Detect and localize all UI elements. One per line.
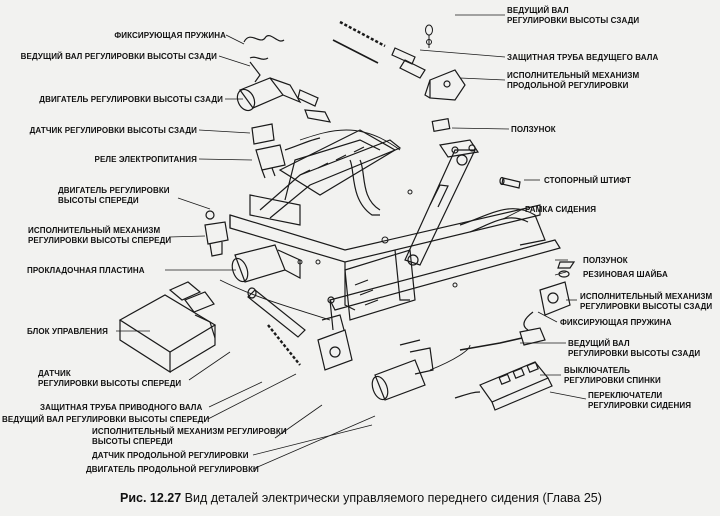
label-front-motor: ДВИГАТЕЛЬ РЕГУЛИРОВКИ ВЫСОТЫ СПЕРЕДИ xyxy=(58,186,170,205)
front-height-actuator xyxy=(317,296,353,371)
longitudinal-actuator xyxy=(424,69,466,133)
rear-height-motor xyxy=(236,35,332,123)
label-rear-motor: ДВИГАТЕЛЬ РЕГУЛИРОВКИ ВЫСОТЫ СЗАДИ xyxy=(39,95,223,104)
label-spring-right: ФИКСИРУЮЩАЯ ПРУЖИНА xyxy=(560,318,672,327)
label-rear-actuator-right: ИСПОЛНИТЕЛЬНЫЙ МЕХАНИЗМ РЕГУЛИРОВКИ ВЫСО… xyxy=(580,292,713,311)
label-seat-switches: ПЕРЕКЛЮЧАТЕЛИ РЕГУЛИРОВКИ СИДЕНИЯ xyxy=(588,391,692,410)
label-backrest-switch: ВЫКЛЮЧАТЕЛЬ РЕГУЛИРОВКИ СПИНКИ xyxy=(564,366,661,385)
label-front-actuator-left: ИСПОЛНИТЕЛЬНЫЙ МЕХАНИЗМ РЕГУЛИРОВКИ ВЫСО… xyxy=(28,226,172,245)
rear-height-actuator-right xyxy=(523,261,576,331)
longitudinal-motor xyxy=(371,339,434,401)
label-front-sensor: ДАТЧИК РЕГУЛИРОВКИ ВЫСОТЫ СПЕРЕДИ xyxy=(38,369,182,388)
label-rear-shaft-right: ВЕДУЩИЙ ВАЛ РЕГУЛИРОВКИ ВЫСОТЫ СЗАДИ xyxy=(568,339,701,358)
rear-height-sensor xyxy=(251,123,321,179)
label-drive-tube: ЗАЩИТНАЯ ТРУБА ПРИВОДНОГО ВАЛА xyxy=(40,403,203,412)
label-rear-shaft-left: ВЕДУЩИЙ ВАЛ РЕГУЛИРОВКИ ВЫСОТЫ СЗАДИ xyxy=(20,52,217,61)
label-slider-top: ПОЛЗУНОК xyxy=(511,125,556,134)
label-rear-shaft-top: ВЕДУЩИЙ ВАЛ РЕГУЛИРОВКИ ВЫСОТЫ СЗАДИ xyxy=(507,6,640,25)
label-slider-bottom: ПОЛЗУНОК xyxy=(583,256,628,265)
label-long-sensor: ДАТЧИК ПРОДОЛЬНОЙ РЕГУЛИРОВКИ xyxy=(92,451,249,460)
leader-lines-left xyxy=(116,34,376,470)
leader-lines-right xyxy=(419,14,587,400)
control-unit xyxy=(118,281,217,374)
rear-shaft-right xyxy=(459,327,546,351)
front-drive-tube xyxy=(247,287,306,366)
label-spring-top: ФИКСИРУЮЩАЯ ПРУЖИНА xyxy=(114,31,226,40)
seat-switches xyxy=(454,361,553,411)
figure-number: Рис. 12.27 xyxy=(120,491,182,505)
label-rubber-washer: РЕЗИНОВАЯ ШАЙБА xyxy=(583,270,668,279)
front-height-motor xyxy=(204,210,301,283)
label-control-unit: БЛОК УПРАВЛЕНИЯ xyxy=(27,327,108,336)
stop-pin xyxy=(499,176,521,189)
seat-frame xyxy=(229,129,561,321)
rear-drive-shaft-top xyxy=(332,20,433,79)
label-front-shaft: ВЕДУЩИЙ ВАЛ РЕГУЛИРОВКИ ВЫСОТЫ СПЕРЕДИ xyxy=(2,415,210,424)
figure-caption-text: Вид деталей электрически управляемого пе… xyxy=(181,491,602,505)
label-seat-frame: РАМКА СИДЕНИЯ xyxy=(525,205,597,214)
label-long-motor: ДВИГАТЕЛЬ ПРОДОЛЬНОЙ РЕГУЛИРОВКИ xyxy=(86,465,259,474)
label-front-actuator-bottom: ИСПОЛНИТЕЛЬНЫЙ МЕХАНИЗМ РЕГУЛИРОВКИ ВЫСО… xyxy=(92,427,287,446)
label-drive-shaft-tube: ЗАЩИТНАЯ ТРУБА ВЕДУЩЕГО ВАЛА xyxy=(507,53,659,62)
label-long-actuator: ИСПОЛНИТЕЛЬНЫЙ МЕХАНИЗМ ПРОДОЛЬНОЙ РЕГУЛ… xyxy=(507,71,640,90)
wiring-harness xyxy=(219,129,471,371)
label-spacer: ПРОКЛАДОЧНАЯ ПЛАСТИНА xyxy=(27,266,145,275)
figure-caption: Рис. 12.27 Вид деталей электрически упра… xyxy=(120,491,602,505)
label-stop-pin: СТОПОРНЫЙ ШТИФТ xyxy=(544,176,631,185)
side-arm xyxy=(404,139,546,266)
fasteners xyxy=(297,189,458,288)
label-relay: РЕЛЕ ЭЛЕКТРОПИТАНИЯ xyxy=(94,155,197,164)
label-rear-sensor: ДАТЧИК РЕГУЛИРОВКИ ВЫСОТЫ СЗАДИ xyxy=(29,126,197,135)
